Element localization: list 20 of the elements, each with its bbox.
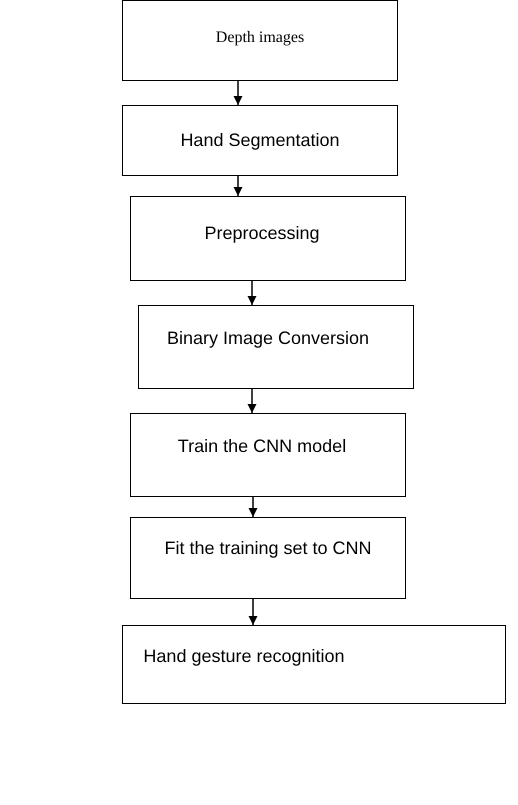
- process-box: [130, 196, 406, 281]
- process-box: [122, 0, 398, 81]
- box-label: Binary Image Conversion: [166, 328, 370, 349]
- box-label: Train the CNN model: [178, 436, 346, 457]
- box-label: Hand Segmentation: [180, 130, 340, 151]
- box-label: Hand gesture recognition: [143, 646, 345, 667]
- process-box: [130, 413, 406, 497]
- process-box: [122, 105, 398, 176]
- arrow: [234, 176, 242, 196]
- process-box: [130, 517, 406, 599]
- process-box: [138, 305, 414, 389]
- box-label: Preprocessing: [204, 223, 320, 244]
- box-label: Depth images: [216, 29, 304, 47]
- arrow: [248, 599, 258, 625]
- arrow: [234, 81, 242, 105]
- box-label: Fit the training set to CNN: [164, 538, 372, 559]
- arrow: [248, 281, 256, 305]
- arrow: [248, 497, 258, 517]
- arrow: [248, 389, 256, 413]
- process-box: [122, 625, 506, 704]
